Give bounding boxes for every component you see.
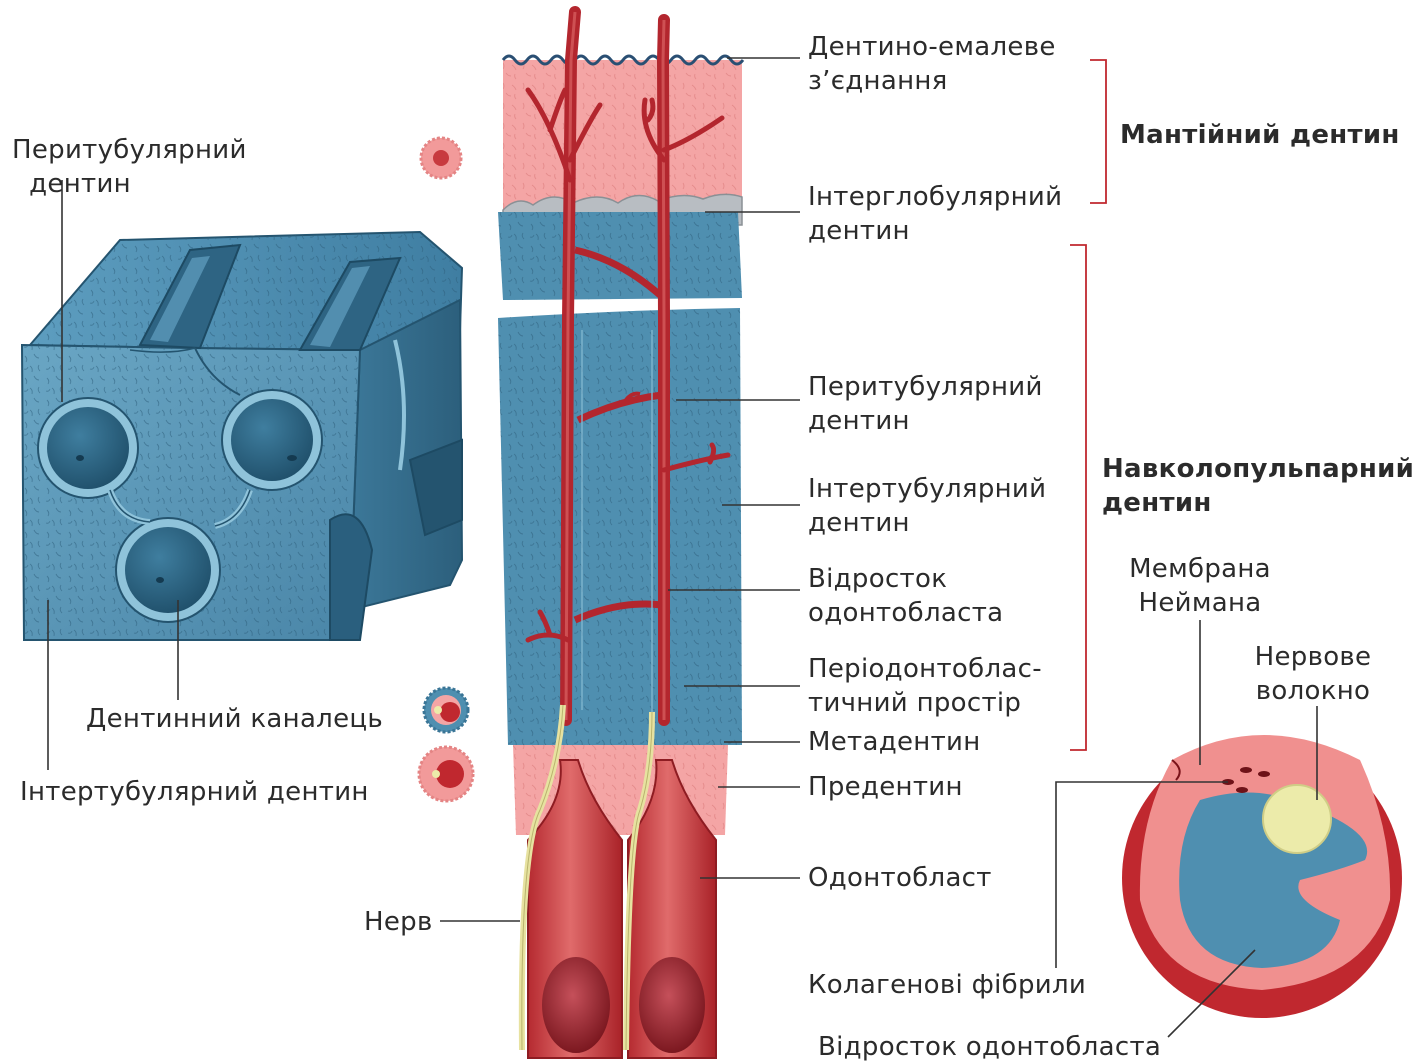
odontoblast-nucleus bbox=[542, 957, 610, 1053]
label-mantle-dentin: Мантійний дентин bbox=[1120, 118, 1400, 152]
label-nerve: Нерв bbox=[364, 905, 433, 939]
tubule-opening bbox=[38, 398, 138, 498]
label-odontoblast-process: Відросток одонтобласта bbox=[808, 562, 1003, 630]
dentin-block-3d bbox=[22, 232, 462, 640]
label-nerve-fiber: Нервове волокно bbox=[1238, 640, 1388, 708]
small-section-blue bbox=[424, 688, 468, 732]
label-periodontoblastic-space: Періодонтоблас- тичний простір bbox=[808, 652, 1042, 720]
small-section-predentin bbox=[419, 747, 473, 801]
odontoblast-nucleus bbox=[639, 957, 705, 1053]
label-interglobular: Інтерглобулярний дентин bbox=[808, 180, 1062, 248]
label-predentin: Предентин bbox=[808, 770, 963, 804]
small-section-pink bbox=[421, 138, 461, 178]
label-collagen-fibrils: Колагенові фібрили bbox=[808, 968, 1086, 1002]
label-intertubular-left: Інтертубулярний дентин bbox=[20, 775, 369, 809]
label-dej: Дентино-емалеве з’єднання bbox=[808, 30, 1056, 98]
label-odontoblast: Одонтобласт bbox=[808, 861, 992, 895]
tubule-opening bbox=[116, 518, 220, 622]
label-metadentin: Метадентин bbox=[808, 725, 981, 759]
tubule-opening bbox=[222, 390, 322, 490]
dentin-column bbox=[498, 56, 743, 835]
label-peritubular-right: Перитубулярний дентин bbox=[808, 370, 1043, 438]
label-dentinal-tubule: Дентинний каналець bbox=[86, 702, 383, 736]
label-circumpulpal-dentin: Навколопульпарний дентин bbox=[1102, 452, 1414, 520]
label-peritubular-left: Перитубулярний дентин bbox=[12, 133, 247, 201]
bracket-circumpulpal bbox=[1070, 245, 1086, 750]
tubule-cross-section bbox=[1122, 735, 1402, 1018]
label-odontoblast-process-cross: Відросток одонтобласта bbox=[818, 1030, 1161, 1064]
label-neumann-membrane: Мембрана Неймана bbox=[1120, 552, 1280, 620]
label-intertubular-right: Інтертубулярний дентин bbox=[808, 472, 1046, 540]
bracket-mantle bbox=[1090, 60, 1106, 203]
nerve-fiber-circle bbox=[1263, 785, 1331, 853]
